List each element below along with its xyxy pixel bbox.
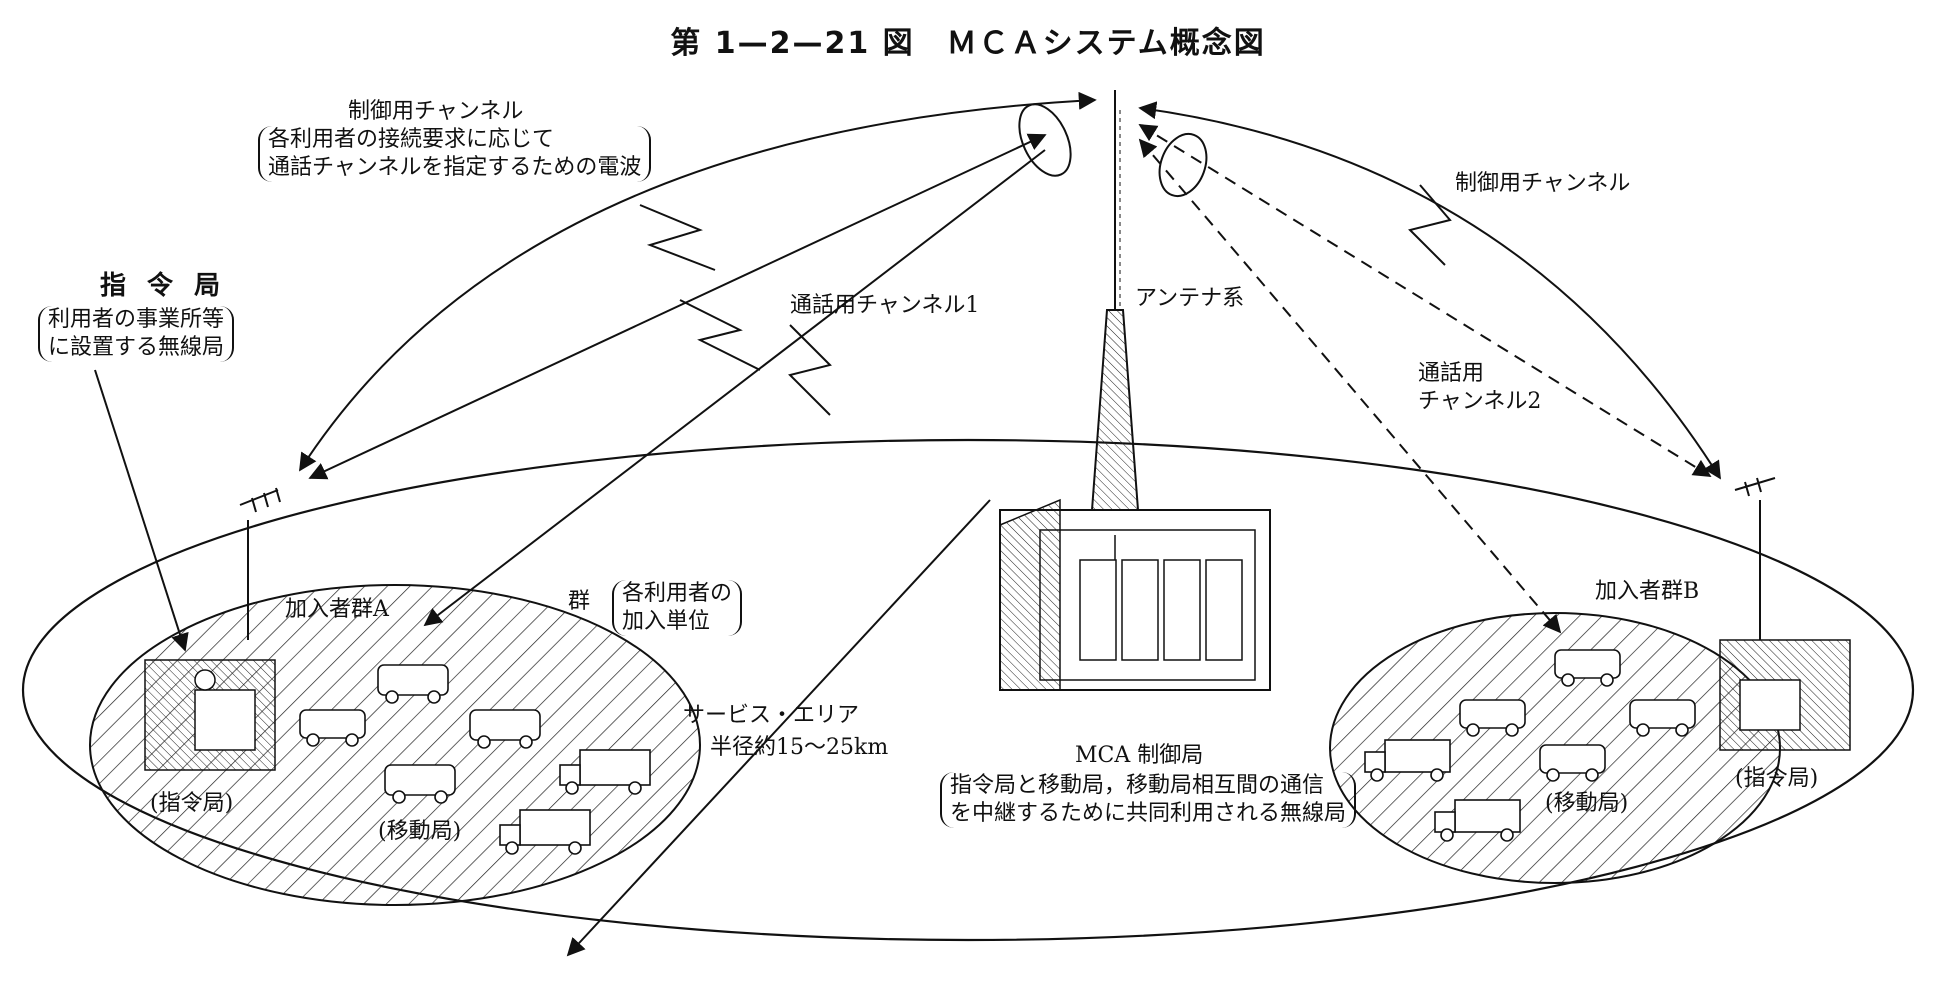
label-mca-control-station: MCA 制御局 [1075, 743, 1204, 768]
vehicle-truck [499, 809, 591, 855]
vehicle-car [1459, 699, 1526, 737]
label-call-channel-1: 通話用チャンネル1 [790, 293, 980, 318]
vehicle-car [299, 709, 366, 747]
label-group-desc: 各利用者の 加入単位 [612, 580, 743, 636]
label-subscriber-group-a: 加入者群A [285, 597, 389, 622]
call-channel-1-line-b [423, 149, 1046, 627]
label-dispatch-left: (指令局) [150, 791, 234, 816]
label-antenna-system: アンテナ系 [1135, 286, 1245, 311]
label-dispatch-station-desc-1: 利用者の事業所等 [48, 307, 225, 332]
antenna-tower [1090, 309, 1140, 511]
label-dispatch-station-heading: 指 令 局 [100, 271, 227, 301]
vehicle-car [469, 709, 541, 749]
label-group-desc-1: 各利用者の [622, 581, 733, 606]
vehicle-truck [559, 749, 651, 795]
label-mobile-right: (移動局) [1545, 791, 1629, 816]
label-service-area: サービス・エリア [683, 703, 860, 728]
label-mca-desc-1: 指令局と移動局，移動局相互間の通信 [950, 773, 1325, 798]
label-mca-desc: 指令局と移動局，移動局相互間の通信 を中継するために共同利用される無線局 [940, 772, 1357, 828]
antenna-loop-left [1018, 103, 1072, 177]
zigzag-left-mid [679, 299, 761, 371]
vehicle-car [384, 764, 456, 804]
label-call-channel-2-line1: 通話用 [1418, 361, 1485, 386]
vehicle-car [1539, 744, 1606, 782]
dispatch-pointer-arrow [94, 369, 189, 652]
zigzag-right-top [1408, 184, 1452, 266]
call-channel-2-dashed-b [1138, 138, 1562, 634]
label-mca-desc-2: を中継するために共同利用される無線局 [950, 801, 1347, 826]
label-control-channel-left-desc-2: 通話チャンネルを指定するための電波 [268, 155, 642, 180]
mca-control-station-building [999, 498, 1271, 691]
dispatch-station-right [1719, 477, 1851, 751]
call-channel-bottom-line [566, 499, 991, 957]
zigzag-left-low [788, 324, 832, 416]
label-control-channel-left-desc: 各利用者の接続要求に応じて 通話チャンネルを指定するための電波 [258, 126, 652, 182]
label-call-channel-2-line2: チャンネル2 [1418, 389, 1542, 414]
label-dispatch-station-desc-2: に設置する無線局 [48, 335, 225, 360]
dispatch-station-left [144, 487, 281, 771]
label-dispatch-station-desc: 利用者の事業所等 に設置する無線局 [38, 306, 235, 362]
call-channel-1-line-a [308, 133, 1047, 480]
label-group: 群 [568, 589, 591, 614]
vehicle-car [1629, 699, 1696, 737]
label-control-channel-right: 制御用チャンネル [1455, 171, 1631, 196]
figure-title: 第 1—2—21 図 ＭＣＡシステム概念図 [670, 26, 1266, 61]
vehicle-truck [1434, 799, 1521, 842]
vehicle-truck [1364, 739, 1451, 782]
label-mobile-left: (移動局) [378, 819, 462, 844]
label-group-desc-2: 加入単位 [622, 609, 711, 634]
label-service-area-radius: 半径約15～25km [710, 735, 889, 760]
vehicle-car [1554, 649, 1621, 687]
vehicle-car [377, 664, 449, 704]
label-control-channel-left-desc-1: 各利用者の接続要求に応じて [268, 127, 555, 152]
zigzag-left-top [639, 204, 716, 271]
antenna-loop-right [1158, 133, 1208, 197]
label-control-channel-left: 制御用チャンネル [348, 99, 524, 124]
label-dispatch-right: (指令局) [1735, 766, 1819, 791]
label-subscriber-group-b: 加入者群B [1595, 579, 1700, 604]
